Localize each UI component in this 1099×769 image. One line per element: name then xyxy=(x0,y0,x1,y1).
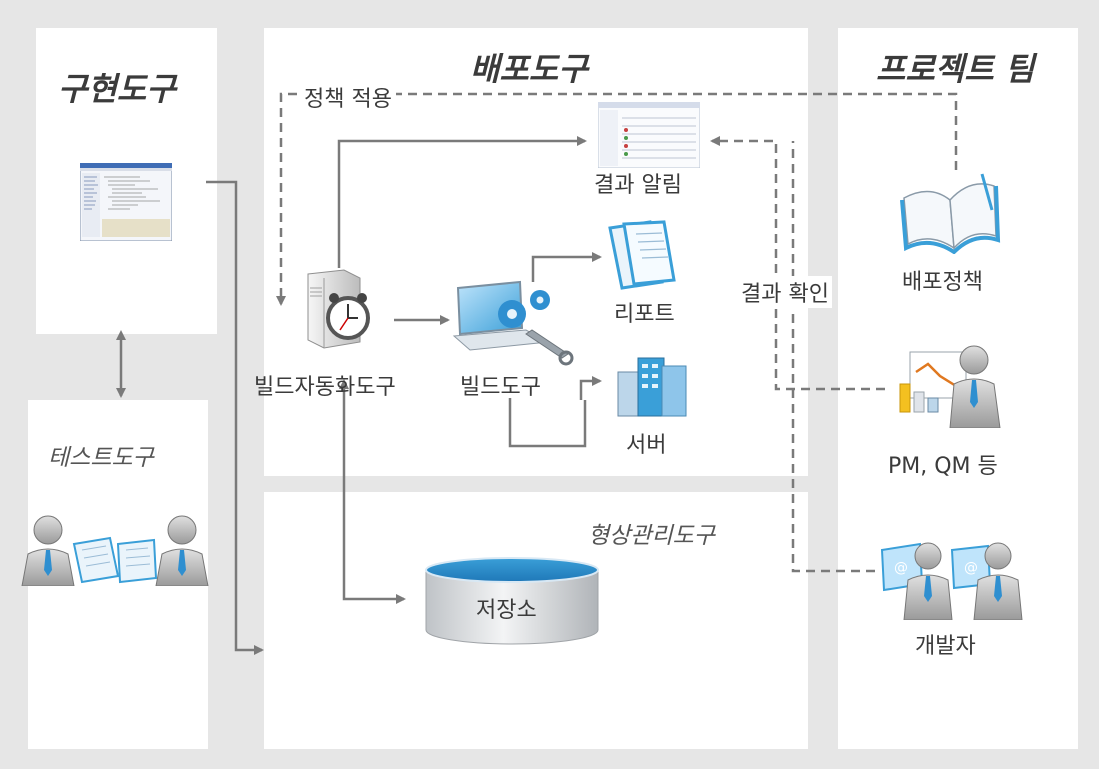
database-cylinder-icon xyxy=(425,557,599,645)
policy-apply-label: 정책 적용 xyxy=(300,81,396,113)
open-book-icon xyxy=(900,173,1001,254)
pm-qm-label: PM, QM 등 xyxy=(888,454,998,479)
svg-text:@: @ xyxy=(964,560,978,576)
result-notify-label: 결과 알림 xyxy=(594,173,682,198)
server-label: 서버 xyxy=(626,433,667,458)
automation-repository-arrow xyxy=(339,379,406,604)
build-automation-label: 빌드자동화도구 xyxy=(254,375,396,400)
developers-icon: @ @ xyxy=(880,542,1023,620)
svg-text:@: @ xyxy=(894,560,908,576)
ide-screenshot-icon xyxy=(80,163,172,241)
deploy-policy-label: 배포정책 xyxy=(902,270,983,295)
build-to-server-arrow xyxy=(579,376,602,400)
laptop-gears-icon xyxy=(452,280,574,366)
buildings-icon xyxy=(617,357,687,417)
impl-to-repository-arrow xyxy=(206,180,264,655)
manager-chart-icon xyxy=(899,345,1001,428)
web-report-icon xyxy=(598,102,700,168)
build-to-report-arrow xyxy=(531,252,602,282)
automation-to-notify-arrow xyxy=(337,136,587,268)
dev-result-check-dashed-line xyxy=(791,141,875,573)
pm-result-check-dashed-line xyxy=(710,136,885,391)
policy-apply-dashed-line xyxy=(276,92,958,306)
documents-icon xyxy=(608,220,676,290)
config-mgmt-title: 형상관리도구 xyxy=(588,523,715,549)
deploy-tools-title: 배포도구 xyxy=(470,50,588,88)
report-label: 리포트 xyxy=(614,302,675,327)
build-tool-label: 빌드도구 xyxy=(460,375,541,400)
repository-label: 저장소 xyxy=(476,598,537,623)
project-team-title: 프로젝트 팀 xyxy=(876,50,1035,88)
developer-label: 개발자 xyxy=(915,634,976,659)
test-tools-title: 테스트도구 xyxy=(48,445,154,471)
build-to-server-lower-line xyxy=(508,398,587,448)
alarm-server-icon xyxy=(307,269,370,349)
two-testers-icon xyxy=(21,515,209,586)
result-check-label: 결과 확인 xyxy=(738,276,832,308)
impl-tools-title: 구현도구 xyxy=(58,70,176,108)
